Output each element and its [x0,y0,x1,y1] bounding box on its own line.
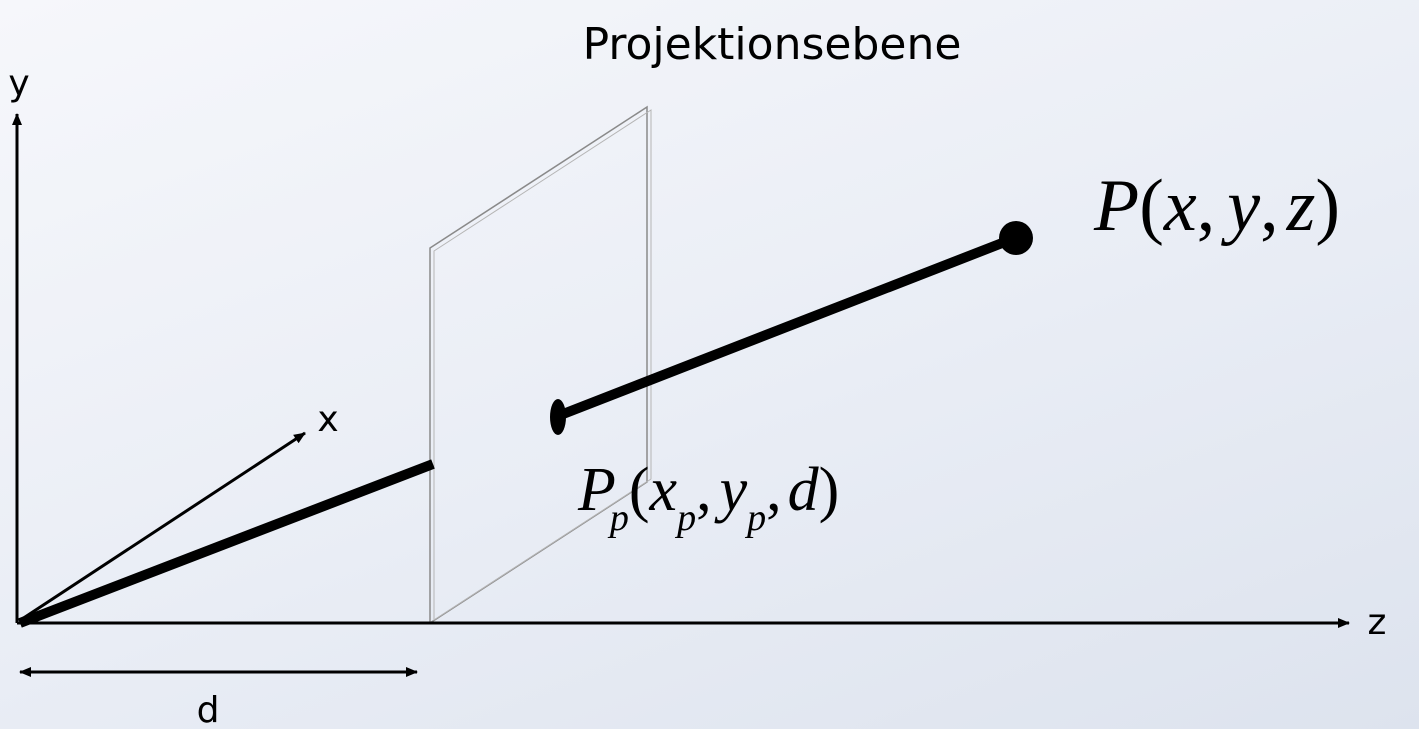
y-axis-label: y [8,63,29,104]
projection-plane-title: Projektionsebene [583,19,962,70]
x-axis-label: x [317,399,338,440]
point-p-label: P(x,y,z) [1093,165,1340,247]
projection-ray-front [18,459,435,628]
projection-plane [429,105,652,625]
x-axis [18,431,306,623]
projected-point-label: Pp(xp,yp,d) [577,456,839,539]
point-p-marker [999,221,1033,255]
distance-label: d [197,690,220,729]
projection-ray-back [556,233,1017,421]
z-axis-label: z [1368,602,1387,643]
projected-point-marker [550,399,566,435]
